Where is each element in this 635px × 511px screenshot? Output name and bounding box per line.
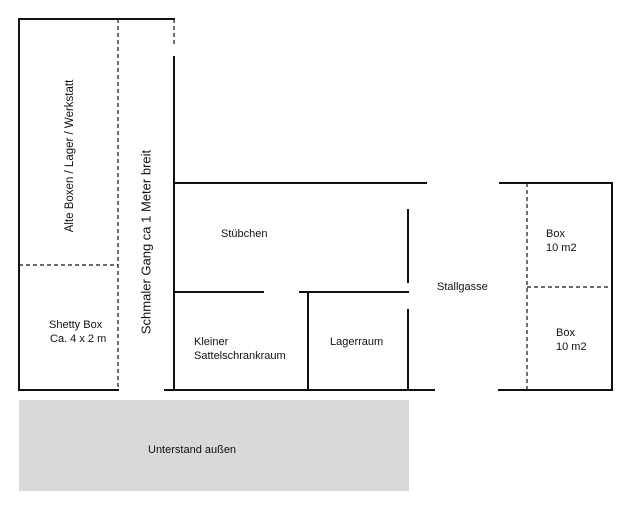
label-alte-boxen: Alte Boxen / Lager / Werkstatt	[64, 79, 76, 233]
label-stallgasse: Stallgasse	[437, 281, 488, 293]
label-shetty-box: Shetty Box Ca. 4 x 2 m	[49, 318, 106, 346]
label-lagerraum: Lagerraum	[330, 336, 384, 348]
label-shetty-box-line2: Ca. 4 x 2 m	[50, 333, 107, 345]
label-box-upper-line2: 10 m2	[546, 242, 577, 254]
label-sattelschrankraum-line2: Sattelschrankraum	[194, 350, 286, 362]
label-box-upper-line1: Box	[546, 228, 565, 240]
label-stuebchen: Stübchen	[221, 228, 268, 240]
label-box-upper: Box 10 m2	[546, 227, 577, 255]
label-box-lower: Box 10 m2	[556, 326, 587, 354]
label-schmaler-gang: Schmaler Gang ca 1 Meter breit	[138, 149, 154, 335]
label-sattelschrankraum-line1: Kleiner	[194, 336, 229, 348]
label-shetty-box-line1: Shetty Box	[49, 319, 103, 331]
label-box-lower-line1: Box	[556, 327, 575, 339]
label-unterstand: Unterstand außen	[148, 444, 237, 456]
unterstand-area	[19, 400, 409, 491]
label-box-lower-line2: 10 m2	[556, 341, 587, 353]
label-sattelschrankraum: Kleiner Sattelschrankraum	[194, 335, 286, 363]
